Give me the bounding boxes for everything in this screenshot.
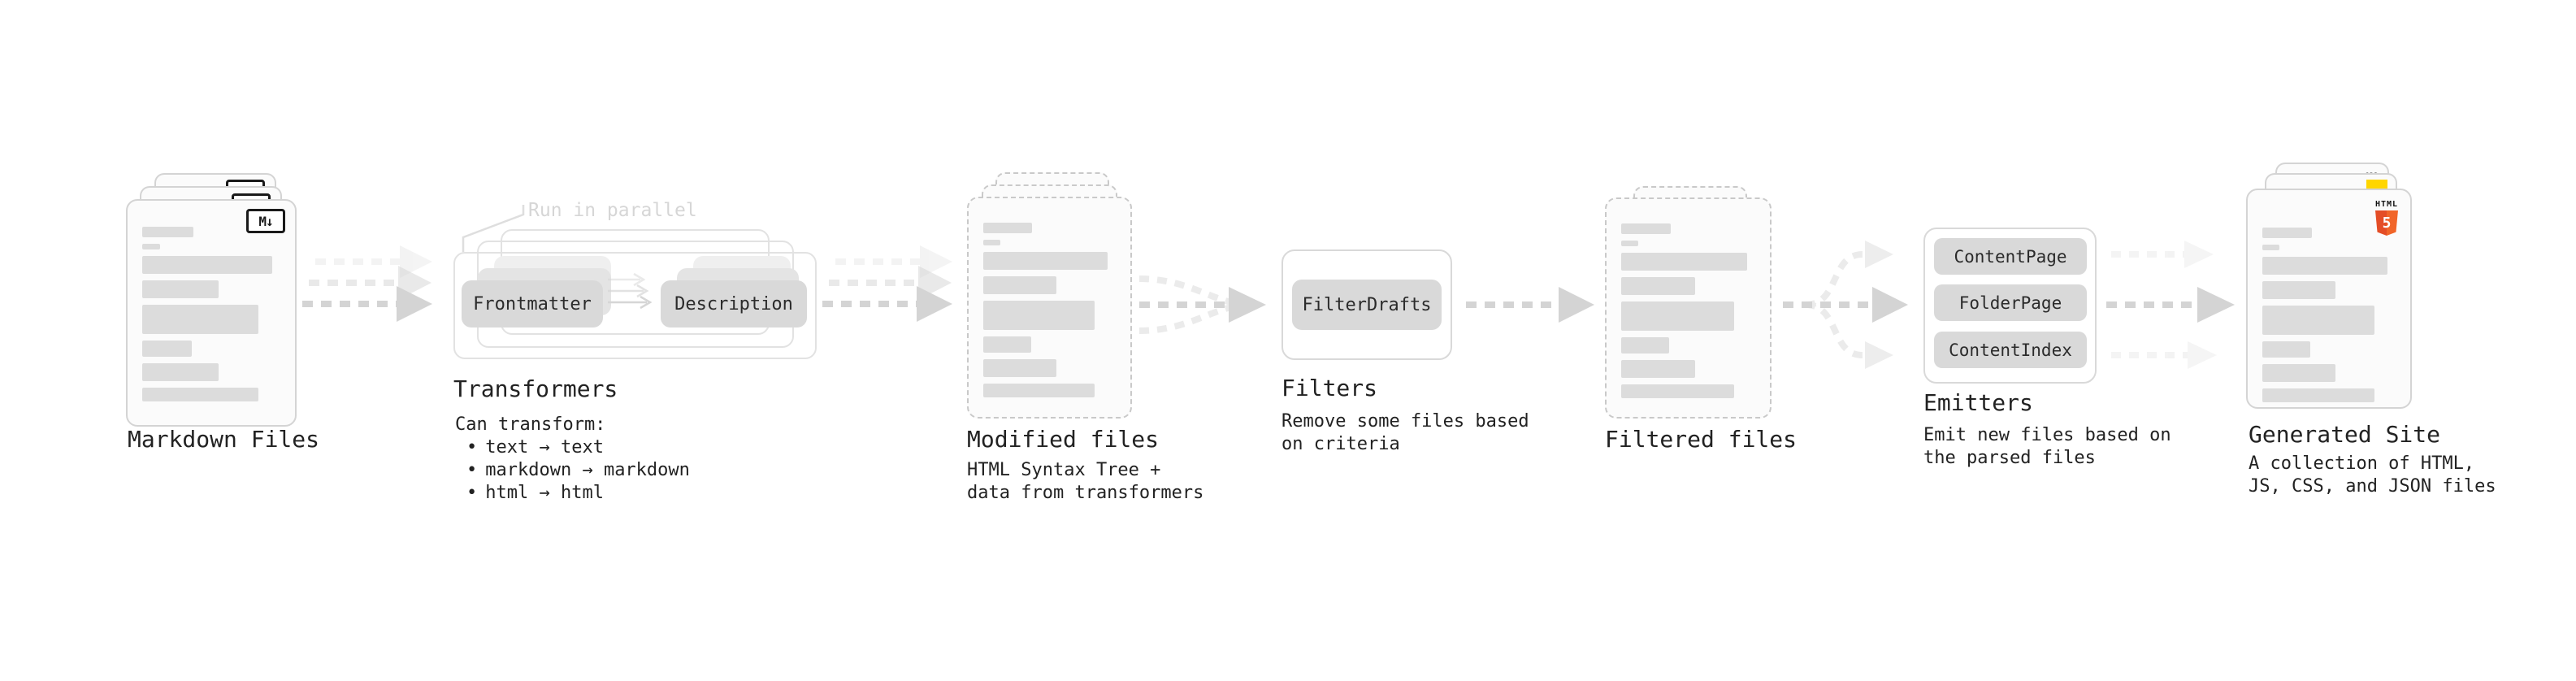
placeholder-bar [142, 340, 193, 357]
generated-file-card-front: HTML 5 [2246, 189, 2412, 409]
placeholder-bar [1621, 223, 1672, 234]
placeholder-bar [142, 305, 258, 334]
emitters-label: Emitters [1923, 389, 2033, 416]
placeholder-bar [2262, 306, 2374, 335]
placeholder-bar [142, 227, 193, 237]
html5-icon: HTML 5 [2373, 194, 2400, 236]
placeholder-bar [1621, 253, 1748, 271]
placeholder-bar [142, 363, 219, 381]
placeholder-bar [2262, 257, 2388, 275]
document-placeholder-lines [2262, 228, 2396, 402]
markdown-icon: M↓ [246, 209, 285, 233]
generated-site-description: A collection of HTML, JS, CSS, and JSON … [2249, 453, 2496, 497]
modified-file-card-front [967, 197, 1132, 419]
markdown-file-card-front: M↓ [126, 199, 297, 427]
placeholder-bar [983, 384, 1095, 397]
transformers-label: Transformers [453, 375, 618, 402]
frontmatter-pill: Frontmatter [462, 280, 603, 327]
arrow-filters-to-filtered [1466, 287, 1594, 323]
transform-item-text: html → html [485, 483, 604, 503]
placeholder-bar [2262, 228, 2312, 238]
placeholder-bar [983, 252, 1108, 270]
modified-files-description: HTML Syntax Tree + data from transformer… [967, 460, 1204, 503]
emitters-box [1923, 228, 2097, 384]
js-icon [2366, 180, 2387, 190]
bullet-marker: • [466, 437, 478, 458]
transformer-group-box-front [453, 252, 817, 359]
arrow-filtered-to-emitters [1783, 241, 1908, 369]
placeholder-bar [983, 359, 1056, 377]
placeholder-bar [2262, 341, 2311, 358]
arrow-markdown-to-transformers [302, 245, 432, 322]
document-placeholder-lines [983, 223, 1116, 397]
arrow-emitters-to-generated [2106, 241, 2235, 369]
placeholder-bar [1621, 241, 1639, 246]
modified-files-label: Modified files [967, 426, 1160, 453]
filters-description: Remove some files based on criteria [1281, 411, 1529, 454]
placeholder-bar [983, 301, 1095, 330]
placeholder-bar [2262, 281, 2336, 299]
contentpage-pill: ContentPage [1934, 238, 2087, 275]
html5-icon-label: HTML [2374, 200, 2399, 209]
generated-site-label: Generated Site [2249, 421, 2441, 448]
run-in-parallel-connector [462, 205, 525, 252]
placeholder-bar [142, 280, 219, 298]
placeholder-bar [142, 256, 272, 274]
arrow-modified-to-filters [1138, 275, 1266, 334]
transform-item-text: markdown → markdown [485, 460, 690, 480]
placeholder-bar [2262, 364, 2336, 382]
filterdrafts-pill: FilterDrafts [1292, 280, 1442, 330]
markdown-files-label: Markdown Files [128, 426, 320, 453]
placeholder-bar [142, 244, 161, 249]
folderpage-pill: FolderPage [1934, 284, 2087, 321]
bullet-marker: • [466, 483, 478, 503]
placeholder-bar [1621, 384, 1734, 398]
placeholder-bar [2262, 245, 2280, 250]
contentindex-pill: ContentIndex [1934, 332, 2087, 368]
placeholder-bar [1621, 337, 1670, 354]
placeholder-bar [983, 223, 1033, 233]
filtered-files-label: Filtered files [1605, 426, 1798, 453]
bullet-marker: • [466, 460, 478, 480]
placeholder-bar [1621, 301, 1734, 331]
placeholder-bar [983, 240, 1001, 245]
arrow-transformers-to-modified [822, 245, 952, 322]
run-in-parallel-annotation: Run in parallel [528, 200, 697, 221]
html5-icon-shield: 5 [2375, 210, 2398, 236]
placeholder-bar [1621, 360, 1695, 378]
placeholder-bar [2262, 388, 2374, 402]
filters-box [1281, 249, 1452, 360]
placeholder-bar [983, 276, 1056, 294]
transform-item: • text → text [466, 436, 690, 459]
document-placeholder-lines [1621, 223, 1755, 398]
filtered-file-card-front [1605, 197, 1772, 419]
transformer-flow-arrows [608, 272, 653, 310]
transformers-bullet-list: • text → text • markdown → markdown • html … [466, 436, 690, 505]
placeholder-bar [1621, 277, 1695, 295]
document-placeholder-lines [142, 227, 280, 401]
filters-label: Filters [1281, 375, 1378, 401]
description-pill: Description [661, 280, 807, 327]
transform-item-text: text → text [485, 437, 604, 458]
transform-item: • html → html [466, 482, 690, 505]
transformers-body-title: Can transform: [455, 414, 606, 435]
emitters-description: Emit new files based on the parsed files [1923, 425, 2171, 468]
placeholder-bar [983, 336, 1031, 353]
placeholder-bar [142, 388, 258, 401]
transform-item: • markdown → markdown [466, 459, 690, 482]
